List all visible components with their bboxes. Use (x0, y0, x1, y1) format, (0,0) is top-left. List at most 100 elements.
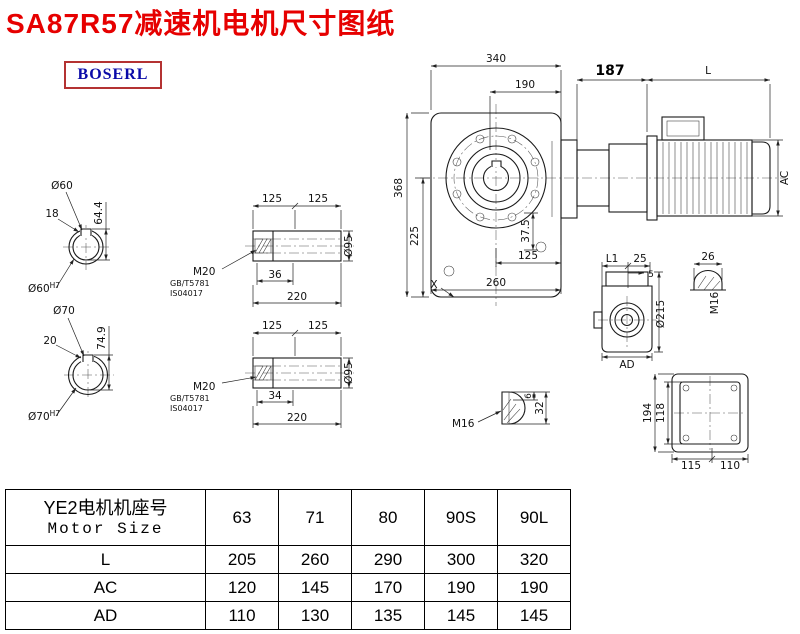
shaft-end-dome (501, 391, 526, 425)
dim-value: 130 (278, 601, 352, 630)
shaft-b-seg1-label: 125 (262, 320, 282, 332)
hub-60-view: Ø60 18 64.4 Ø60H7 (28, 180, 110, 295)
frame-col-header: 71 (278, 489, 352, 546)
shaft-a-seg1-label: 125 (262, 193, 282, 205)
dim-value: 290 (351, 545, 425, 574)
dim-value: 120 (205, 573, 279, 602)
housing-hole-right (535, 241, 547, 253)
dim-6-label: 6 (524, 393, 534, 399)
shaft-b-seg2-label: 125 (308, 320, 328, 332)
frame-col-header: 90L (497, 489, 571, 546)
dim-115-label: 115 (681, 460, 701, 472)
dim-215-label: Ø215 (655, 300, 667, 328)
breather-plug-view: 26 M16 (690, 251, 726, 314)
dim-value: 145 (424, 601, 498, 630)
hub60-keyw-label: 18 (45, 208, 58, 220)
shaft-b-body (252, 357, 342, 389)
row-label: L (5, 545, 206, 574)
dim-value: 190 (497, 573, 571, 602)
output-flange-circle (445, 127, 547, 229)
hub70-keyh-label: 74.9 (96, 326, 108, 349)
shaft-b-std2-label: IS04017 (170, 404, 203, 413)
shaft-a-thread-label: M20 (193, 266, 215, 278)
dim-225-label: 225 (409, 226, 421, 246)
dim-value: 170 (351, 573, 425, 602)
rear-outer (671, 373, 749, 453)
terminal-box (661, 116, 705, 141)
shaft-a-body (252, 230, 342, 262)
dim-32-label: 32 (534, 401, 546, 414)
dim-value: 110 (205, 601, 279, 630)
shaft-b-thread-label: M20 (193, 381, 215, 393)
row-label: AD (5, 601, 206, 630)
hub70-bore-label: Ø70H7 (28, 409, 60, 423)
dim-25-label: 25 (633, 253, 646, 265)
motor-dimension-table: YE2电机机座号 Motor Size 63 71 80 90S 90L L 2… (5, 489, 571, 630)
hub70-dia-label: Ø70 (53, 305, 75, 317)
dim-368-label: 368 (393, 178, 405, 198)
frame-col-header: 80 (351, 489, 425, 546)
shaft-end-detail: 6 32 M16 (452, 391, 550, 430)
hub70-keyw-label: 20 (43, 335, 56, 347)
fan-cover (751, 141, 771, 215)
dim-value: 135 (351, 601, 425, 630)
gearbox-front-view: 340 190 368 225 37.5 125 260 X (393, 53, 786, 306)
dim-118-label: 118 (655, 403, 667, 423)
shaft-a-std1-label: GB/T5781 (170, 279, 210, 288)
dim-194-label: 194 (642, 403, 654, 423)
dim-value: 145 (497, 601, 571, 630)
plug-dome (693, 270, 723, 291)
side-top-cap (605, 271, 649, 287)
hub-70-view: Ø70 20 74.9 Ø70H7 (28, 305, 114, 423)
table-header-row: YE2电机机座号 Motor Size 63 71 80 90S 90L (5, 489, 571, 546)
dim-125-bottom-label: 125 (518, 250, 538, 262)
shaft-view-a: 125 125 M20 GB/T5781 IS04017 36 220 Ø95 (170, 193, 355, 307)
dim-5-label: 5 (648, 270, 654, 280)
shaft-a-keylen-label: 36 (268, 269, 282, 281)
dim-340-label: 340 (486, 53, 506, 65)
frame-col-header: 63 (205, 489, 279, 546)
dim-AD-label: AD (619, 359, 634, 371)
motor-size-header-cn: YE2电机机座号 (43, 497, 168, 518)
boserl-logo-text: BOSERL (77, 66, 149, 83)
rear-flange-view: 194 118 115 110 (642, 373, 749, 472)
row-label: AC (5, 573, 206, 602)
dim-value: 190 (424, 573, 498, 602)
table-row: L 205 260 290 300 320 (5, 545, 571, 574)
housing-hole-left (443, 265, 455, 277)
motor-size-header-cell: YE2电机机座号 Motor Size (5, 489, 206, 546)
shaft-a-dia-label: Ø95 (343, 235, 355, 257)
adapter-flange (560, 139, 578, 219)
table-row: AC 120 145 170 190 190 (5, 573, 571, 602)
shaft-view-b: 125 125 M20 GB/T5781 IS04017 34 220 Ø95 (170, 320, 355, 428)
shaft-b-dia-label: Ø95 (343, 362, 355, 384)
side-body (601, 285, 653, 353)
dim-260-label: 260 (486, 277, 506, 289)
dim-value: 145 (278, 573, 352, 602)
motor-side-view: 187 L AC (560, 63, 791, 221)
boserl-logo: BOSERL (64, 61, 162, 89)
shaft-b-keylen-label: 34 (268, 390, 282, 402)
dim-375-label: 37.5 (520, 219, 532, 242)
section-x-label: X (430, 279, 437, 291)
dim-value: 260 (278, 545, 352, 574)
motor-size-header-en: Motor Size (47, 520, 164, 539)
shaft-b-std1-label: GB/T5781 (170, 394, 210, 403)
dim-110-label: 110 (720, 460, 740, 472)
shaft-a-seg2-label: 125 (308, 193, 328, 205)
table-row: AD 110 130 135 145 145 (5, 601, 571, 630)
dim-26-label: 26 (701, 251, 715, 263)
shaft-a-total-label: 220 (287, 291, 307, 303)
hub60-bore-label: Ø60H7 (28, 281, 60, 295)
technical-drawing: Ø60 18 64.4 Ø60H7 Ø70 20 74.9 Ø70H7 12 (28, 53, 791, 472)
hub60-keyh-label: 64.4 (93, 201, 105, 225)
dim-L-label: L (705, 65, 711, 77)
dim-value: 205 (205, 545, 279, 574)
dim-187-label: 187 (595, 63, 624, 79)
frame-col-header: 90S (424, 489, 498, 546)
shaft-end-thread-label: M16 (452, 418, 475, 430)
hub60-dia-label: Ø60 (51, 180, 73, 192)
dim-AC-label: AC (779, 171, 791, 185)
dim-L1-label: L1 (606, 253, 619, 265)
gearbox-side-view: L1 25 5 Ø215 AD (593, 253, 667, 371)
